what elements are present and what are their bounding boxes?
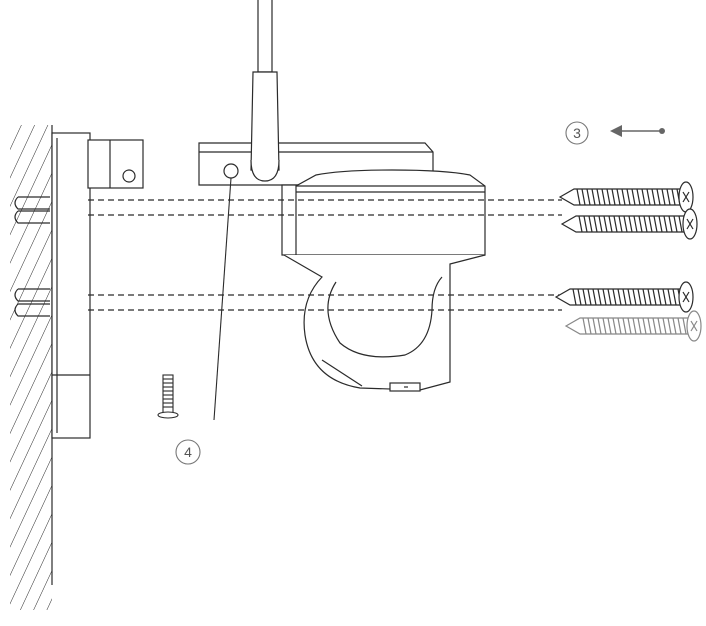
step4-circle <box>175 439 201 465</box>
step-4-label: 4 <box>184 444 192 460</box>
leader-line-step4 <box>213 177 232 421</box>
step3-circle <box>565 121 589 145</box>
alignment-lines <box>88 199 562 311</box>
small-screw-icon <box>157 374 179 419</box>
antenna <box>250 0 280 182</box>
screw-icon <box>564 310 702 342</box>
step-3-label: 3 <box>573 125 581 141</box>
arrow-left-icon <box>610 125 665 137</box>
mounting-plate <box>51 132 144 439</box>
screw-icon <box>560 208 698 240</box>
screw-icon <box>558 181 694 213</box>
wall-anchors <box>14 196 50 317</box>
bracket-hole <box>223 163 239 179</box>
screw-icon <box>554 281 694 313</box>
wall <box>10 125 53 610</box>
ptz-camera <box>281 169 486 392</box>
